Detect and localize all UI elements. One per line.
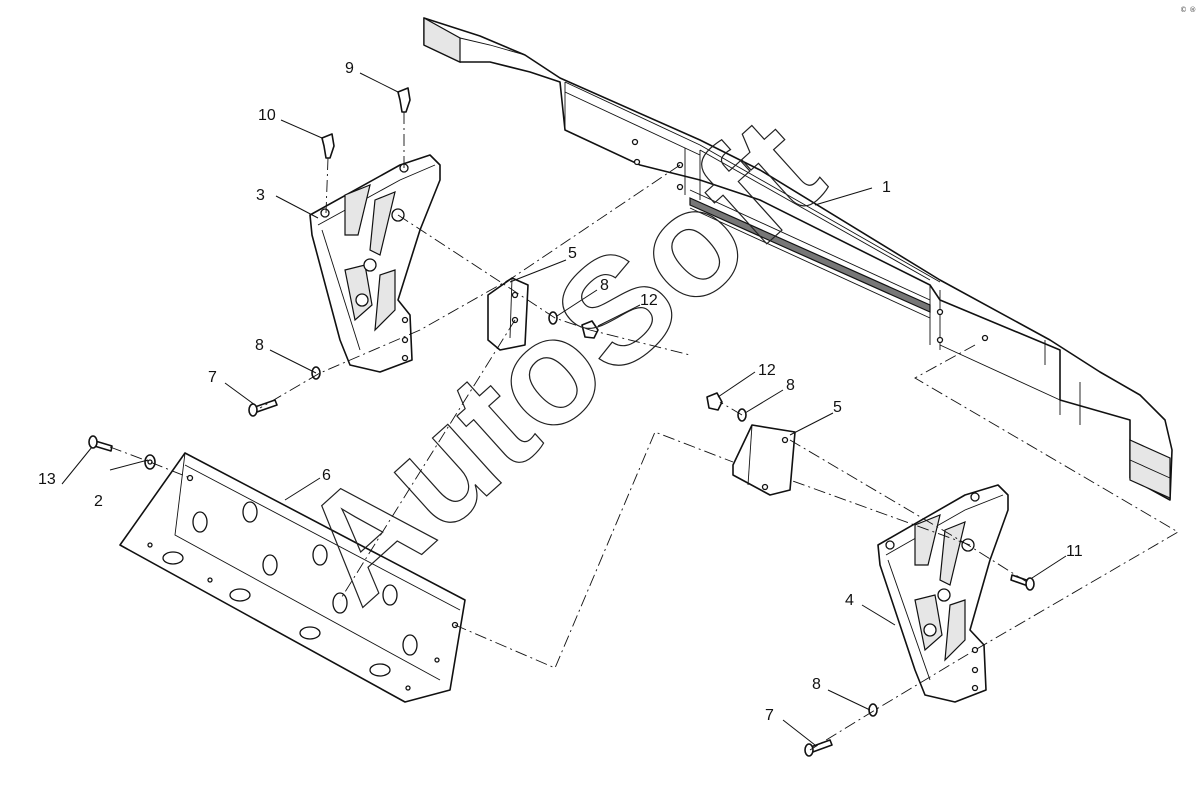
part-2-washer <box>144 454 156 470</box>
part-5-right-small-bracket <box>732 424 796 496</box>
callout-13: 13 <box>38 471 56 488</box>
callout-12-lower: 12 <box>758 362 776 379</box>
callout-12-upper: 12 <box>640 292 658 309</box>
callout-3: 3 <box>256 187 265 204</box>
part-6-angled-plate <box>119 452 466 703</box>
part-9-bolt <box>397 87 411 113</box>
part-3-left-bracket <box>309 154 441 373</box>
part-10-bolt <box>321 133 335 159</box>
callout-4: 4 <box>845 592 854 609</box>
callout-5-right: 5 <box>833 399 842 416</box>
callout-2: 2 <box>94 493 103 510</box>
assembly-lines <box>109 112 1179 751</box>
part-12-nuts <box>581 320 723 411</box>
callout-7-right: 7 <box>765 707 774 724</box>
leader-lines <box>61 72 1067 746</box>
callout-11: 11 <box>1066 543 1083 560</box>
part-1-bumper-beam <box>423 16 1173 501</box>
callout-8-middle: 8 <box>786 377 795 394</box>
part-7-right-bolt <box>804 739 833 757</box>
callout-5-left: 5 <box>568 245 577 262</box>
callout-8-left-bottom: 8 <box>255 337 264 354</box>
part-7-left-bolt <box>248 399 278 417</box>
callout-labels: 1 2 3 4 5 5 6 7 7 8 8 8 8 9 10 11 12 12 … <box>38 60 1083 724</box>
callout-10: 10 <box>258 107 276 124</box>
callout-6: 6 <box>322 467 331 484</box>
callout-1: 1 <box>882 179 891 196</box>
callout-7-left: 7 <box>208 369 217 386</box>
part-13-bolt <box>88 435 113 452</box>
callout-9: 9 <box>345 60 354 77</box>
part-11-bolt <box>1010 574 1035 591</box>
callout-8-upper: 8 <box>600 277 609 294</box>
callout-8-right-bottom: 8 <box>812 676 821 693</box>
corner-mark: © ® <box>1180 6 1196 14</box>
